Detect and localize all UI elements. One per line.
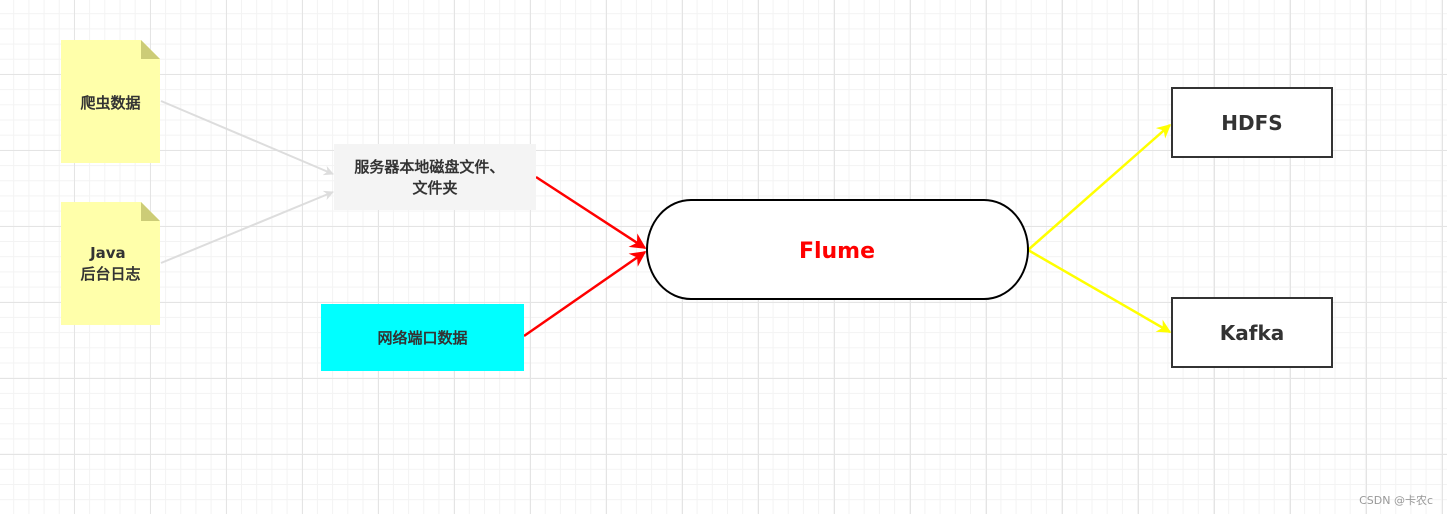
edge-port-to-flume: [523, 250, 647, 338]
edge-flume-to-kafka: [1027, 248, 1172, 334]
node-network-port[interactable]: 网络端口数据: [321, 304, 524, 371]
node-kafka-label: Kafka: [1220, 321, 1285, 345]
note-shape: [61, 40, 160, 163]
edge-crawler-to-disk: [160, 100, 334, 176]
box-shape: [321, 304, 524, 371]
node-kafka[interactable]: Kafka: [1171, 297, 1333, 368]
note-fold: [141, 40, 160, 59]
node-crawler-data[interactable]: 爬虫数据: [61, 40, 160, 163]
node-local-disk[interactable]: 服务器本地磁盘文件、 文件夹: [334, 144, 536, 210]
node-flume-label: Flume: [799, 239, 875, 264]
node-java-log[interactable]: Java 后台日志: [61, 202, 160, 325]
edge-java-log-to-disk: [160, 190, 334, 264]
node-crawler-label: 爬虫数据: [79, 94, 140, 112]
node-hdfs-label: HDFS: [1221, 111, 1282, 135]
node-network-port-label: 网络端口数据: [377, 329, 467, 347]
node-java-log-label: Java 后台日志: [80, 244, 140, 283]
node-hdfs[interactable]: HDFS: [1171, 87, 1333, 158]
note-shape: [61, 202, 160, 325]
box-shape: [1171, 87, 1333, 158]
note-fold: [141, 202, 160, 221]
flume-shape: [646, 199, 1029, 300]
node-flume[interactable]: Flume: [646, 199, 1029, 300]
box-shape: [1171, 297, 1333, 368]
box-shape: [334, 144, 536, 210]
csdn-watermark: CSDN @卡农c: [1359, 494, 1433, 507]
edge-disk-to-flume: [535, 175, 647, 250]
node-local-disk-label: 服务器本地磁盘文件、 文件夹: [354, 158, 509, 197]
edge-flume-to-hdfs: [1027, 124, 1172, 251]
